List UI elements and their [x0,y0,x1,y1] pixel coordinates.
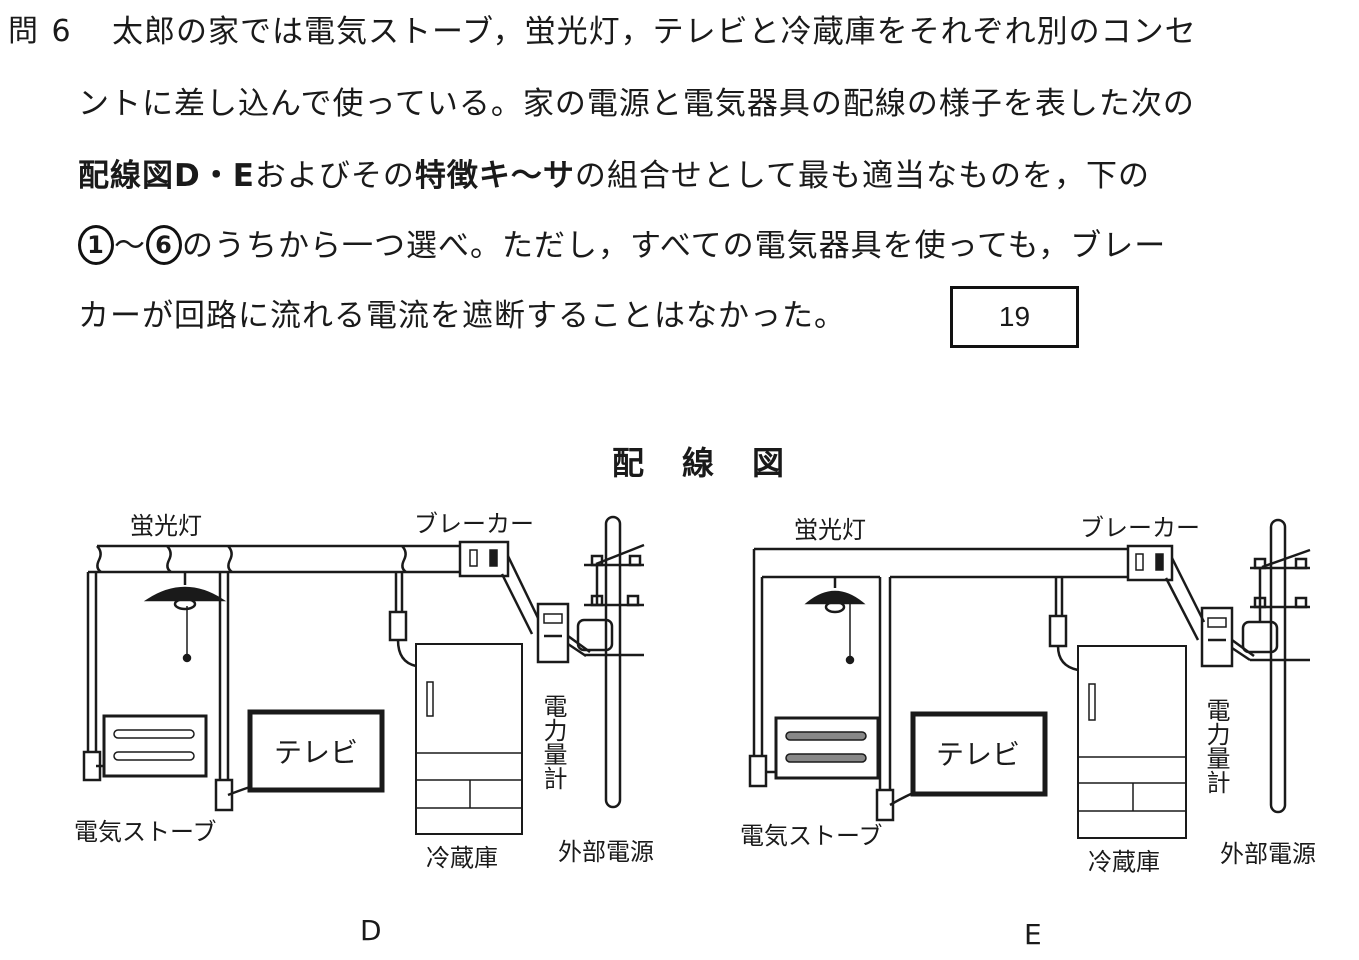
fridge-outlet-icon [388,610,408,642]
question-number: 問 6 [8,14,73,49]
label-meter: 電力量計 [1202,698,1230,794]
lamp-pull-knob [845,655,855,665]
utility-pole [1269,518,1287,814]
fridge-outlet-icon [1048,614,1068,648]
insulator-icon [590,554,604,567]
wire-bend [227,545,233,574]
stove-icon [102,714,208,778]
transformer-icon [576,618,614,652]
label-lamp: 蛍光灯 [794,516,866,544]
wire-bend [401,545,407,574]
power-line [595,543,645,566]
label-stove: 電気ストーブ [74,818,217,846]
question-line-1: 太郎の家では電気ストーブ，蛍光灯，テレビと冷蔵庫をそれぞれ別のコンセ [112,14,1197,50]
tilde: ～ [114,228,146,264]
diagram-label-d: D [360,914,382,947]
tv-icon [247,709,385,793]
tv-icon [910,711,1048,797]
insulator-icon [590,594,604,607]
label-breaker: ブレーカー [414,510,534,538]
figure-title: 配線図 [612,444,823,482]
label-fridge: 冷蔵庫 [1088,848,1160,876]
stove-heater-bar [785,753,867,763]
cable-meter [500,573,534,635]
question-text: のうちから一つ選べ。ただし，すべての電気器具を使っても，ブレー [182,228,1167,264]
breaker-switch [469,549,478,567]
breaker-switch [1155,553,1164,571]
label-fridge: 冷蔵庫 [426,844,498,872]
choice-end-marker: 6 [146,224,182,265]
label-tv: テレビ [936,738,1020,771]
insulator-icon [628,554,642,567]
diagram-e-labels: 蛍光灯 ブレーカー 電気ストーブ テレビ 冷蔵庫 外部電源 電力量計 E [740,514,1316,951]
label-meter: 電力量計 [539,694,567,790]
fridge-handle [426,681,434,717]
stove-icon [774,716,880,780]
label-source: 外部電源 [558,838,654,866]
meter-icon [1200,606,1234,668]
insulator-icon [1294,557,1308,570]
stove-heater-bar [113,729,195,739]
tv-outlet-icon [214,778,234,812]
tv-outlet-icon [875,788,895,822]
choice-start-marker: 1 [78,224,114,265]
question-text: の組合せとして最も適当なものを，下の [574,158,1150,194]
diagram-label-e: E [1024,918,1042,951]
meter-icon [536,602,570,664]
breaker-switch [489,549,498,567]
wire-bend [96,545,102,574]
fridge-icon [415,643,523,835]
fridge-plug [1056,645,1079,672]
breaker-switch [1135,553,1144,571]
diagram-d-labels: 蛍光灯 ブレーカー 電気ストーブ テレビ 冷蔵庫 外部電源 電力量計 D [74,510,654,947]
label-stove: 電気ストーブ [740,822,883,850]
wire-bend [166,545,172,574]
label-lamp: 蛍光灯 [130,512,202,540]
diagram-d [82,515,645,835]
utility-pole [604,515,622,809]
lamp-shade-icon [143,586,227,602]
tv-plug [227,785,251,797]
label-breaker: ブレーカー [1080,514,1200,542]
cable-meter [506,555,540,619]
fridge-handle [1088,683,1096,721]
diagram-ref: 配線図D・E [78,158,255,194]
lamp-bulb-icon [824,600,846,614]
insulator-icon [1294,596,1308,609]
insulator-icon [1253,596,1267,609]
lamp-pull-knob [182,653,192,663]
breaker-icon [1126,544,1174,582]
diagram-e [748,518,1311,839]
meter-dial [543,613,563,624]
cable-pole [1231,646,1251,662]
stove-heater-bar [113,751,195,761]
label-source: 外部電源 [1220,840,1316,868]
answer-box[interactable]: 19 [950,286,1079,348]
insulator-icon [626,594,640,607]
question-line-5: カーが回路に流れる電流を遮断することはなかった。 [78,298,846,334]
question-text: およびその [254,158,415,194]
label-tv: テレビ [274,736,358,769]
fridge-icon [1077,645,1187,839]
question-line-3: 配線図D・Eおよびその特徴キ～サの組合せとして最も適当なものを，下の [78,150,1150,195]
lamp-bulb-icon [173,597,197,611]
fridge-plug [396,639,417,668]
question-line-2: ントに差し込んで使っている。家の電源と電気器具の配線の様子を表した次の [78,86,1195,122]
breaker-icon [458,540,510,578]
stove-outlet-icon [748,754,768,788]
tv-plug [889,791,914,807]
cable-pole [567,642,587,658]
stove-heater-bar [785,731,867,741]
feature-ref: 特徴キ～サ [414,158,575,194]
insulator-icon [1253,557,1267,570]
lamp-shade-icon [804,590,866,605]
meter-dial [1207,617,1227,628]
cable-meter [1170,557,1206,623]
power-line [1261,548,1311,569]
cable-meter [1164,577,1200,641]
